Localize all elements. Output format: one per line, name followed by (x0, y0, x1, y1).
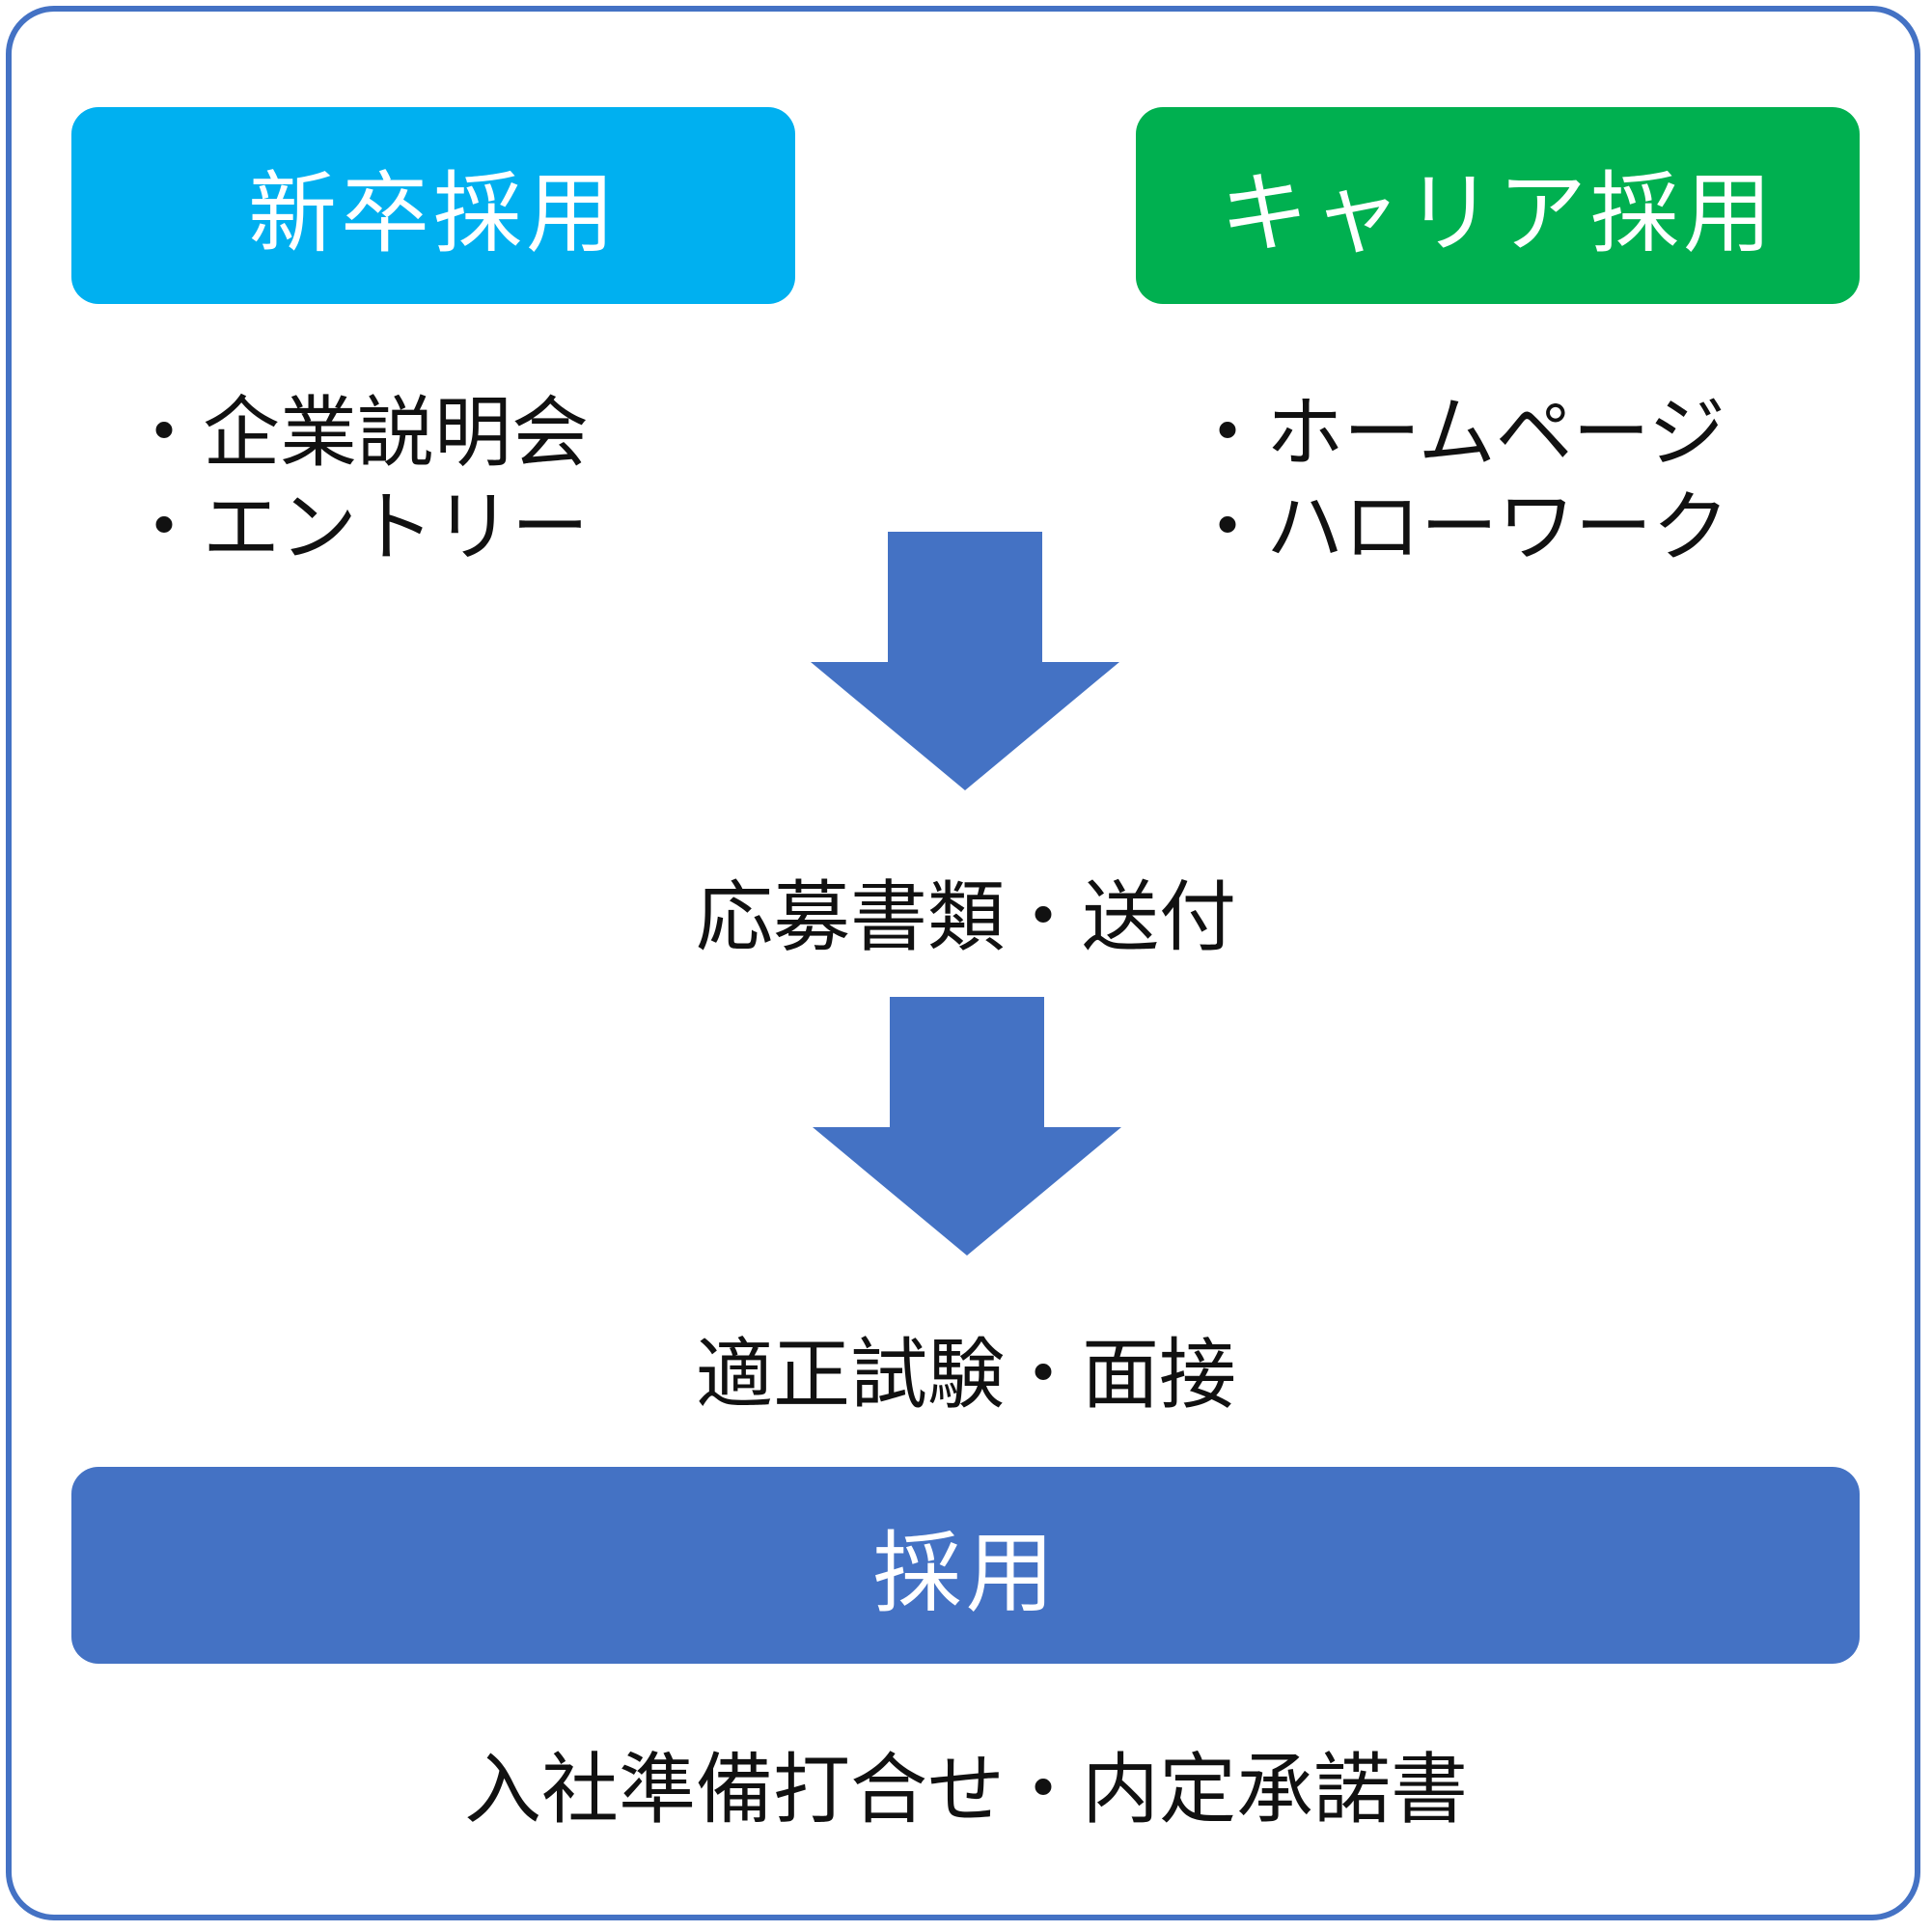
step-onboarding: 入社準備打合せ・内定承諾書 (464, 1745, 1468, 1835)
career-list: ・ホームページ ・ハローワーク (1189, 386, 1729, 575)
list-item: ・ホームページ (1189, 388, 1725, 478)
list-item: ・エントリー (125, 483, 589, 572)
step-exam: 適正試験・面接 (696, 1330, 1236, 1420)
career-box: キャリア採用 (1136, 107, 1860, 304)
new-grad-title: 新卒採用 (247, 161, 619, 265)
new-grad-list: ・企業説明会 ・エントリー (125, 386, 589, 575)
career-title: キャリア採用 (1219, 161, 1776, 265)
down-arrow-icon (811, 532, 1119, 790)
list-item: ・企業説明会 (125, 388, 589, 478)
down-arrow-icon (813, 997, 1121, 1256)
step-application: 応募書類・送付 (696, 872, 1236, 962)
new-grad-box: 新卒採用 (71, 107, 795, 304)
hire-title: 採用 (872, 1521, 1059, 1625)
list-item: ・ハローワーク (1189, 483, 1729, 572)
hire-box: 採用 (71, 1467, 1860, 1664)
